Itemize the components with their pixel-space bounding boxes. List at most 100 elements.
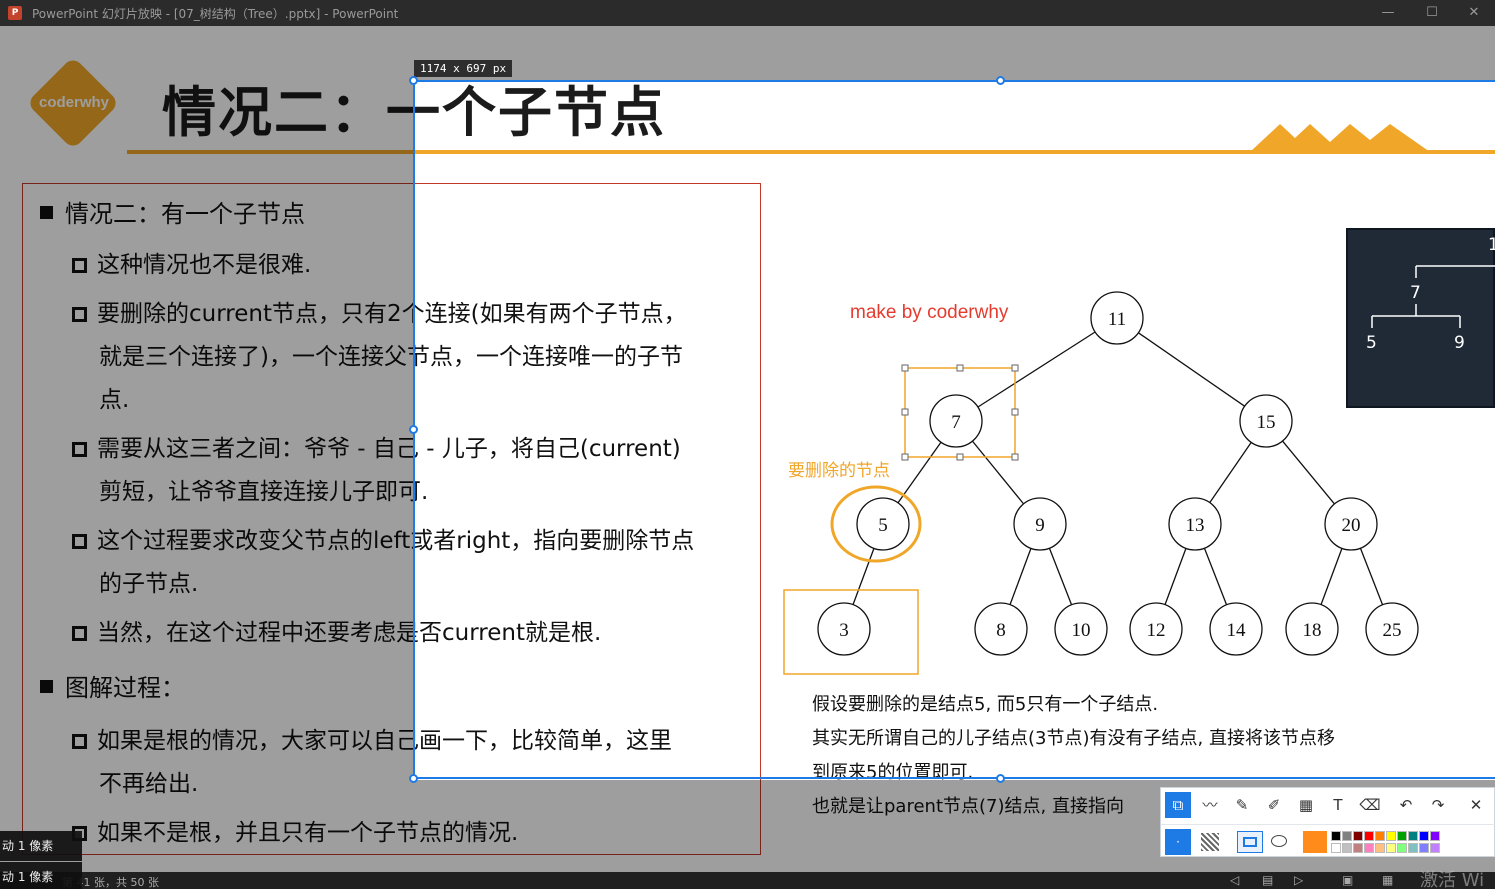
tree-edge xyxy=(977,331,1096,408)
tree-edge xyxy=(1209,442,1252,503)
mini-tree-right: 9 xyxy=(1454,333,1465,353)
tree-edge xyxy=(1359,547,1384,606)
mosaic-icon[interactable]: ▦ xyxy=(1298,796,1314,814)
bullet-item: 需要从这三者之间：爷爷 - 自己 - 儿子，将自己(current)剪短，让爷爷… xyxy=(72,428,681,514)
hollow-square-bullet-icon xyxy=(72,307,87,322)
color-swatch[interactable] xyxy=(1331,843,1341,853)
tree-edge xyxy=(971,440,1025,505)
resize-handle-sw[interactable] xyxy=(409,774,418,783)
bullet-text: 这种情况也不是很难. xyxy=(97,252,312,278)
bullet-text: 如果是根的情况，大家可以自己画一下，比较简单，这里 xyxy=(97,728,672,754)
color-swatch[interactable] xyxy=(1331,831,1341,841)
color-swatch[interactable] xyxy=(1408,843,1418,853)
title-underline xyxy=(127,150,1495,154)
tree-edge xyxy=(897,441,942,504)
shape-resize-handle[interactable] xyxy=(901,364,909,372)
tree-node-15: 15 xyxy=(1257,412,1276,433)
color-swatch[interactable] xyxy=(1419,843,1429,853)
fill-style-button[interactable] xyxy=(1201,833,1219,851)
polyline-icon[interactable]: 〰 xyxy=(1202,796,1218,814)
color-swatch[interactable] xyxy=(1375,843,1385,853)
move-toast-1: 动 1 像素 xyxy=(0,831,82,861)
bullet-text: 当然，在这个过程中还要考虑是否current就是根. xyxy=(97,620,602,646)
ellipse-shape-button[interactable] xyxy=(1271,835,1287,847)
color-swatch[interactable] xyxy=(1342,843,1352,853)
tree-node-circle xyxy=(856,497,910,551)
bullet-item: 这种情况也不是很难. xyxy=(72,244,311,287)
bullet-item: 要删除的current节点，只有2个连接(如果有两个子节点，就是三个连接了)，一… xyxy=(72,293,687,422)
shape-resize-handle[interactable] xyxy=(1011,453,1019,461)
color-swatch[interactable] xyxy=(1408,831,1418,841)
notes-icon[interactable]: ▤ xyxy=(1262,873,1274,887)
highlight-ellipse xyxy=(830,485,922,563)
bullet-item: 如果是根的情况，大家可以自己画一下，比较简单，这里不再给出. xyxy=(72,720,672,806)
marker-icon[interactable]: ✐ xyxy=(1267,796,1281,814)
hollow-square-bullet-icon xyxy=(72,442,87,457)
tree-node-circle xyxy=(1129,602,1183,656)
resize-handle-s[interactable] xyxy=(996,774,1005,783)
color-swatch[interactable] xyxy=(1430,831,1440,841)
tree-node-3: 3 xyxy=(839,620,849,641)
color-swatch[interactable] xyxy=(1364,831,1374,841)
slide-counter: 第 41 张，共 50 张 xyxy=(62,876,159,889)
tree-edge xyxy=(1164,548,1187,605)
rect-shape-button[interactable] xyxy=(1237,831,1263,853)
color-swatch[interactable] xyxy=(1397,843,1407,853)
dim-overlay-top xyxy=(0,26,1495,80)
text-icon[interactable]: T xyxy=(1333,796,1343,814)
delete-node-label: 要删除的节点 xyxy=(788,461,890,481)
shape-resize-handle[interactable] xyxy=(1011,364,1019,372)
bullet-line: 的子节点. xyxy=(99,571,199,597)
color-swatch[interactable] xyxy=(1342,831,1352,841)
bullet-item: 如果不是根，并且只有一个子节点的情况. xyxy=(72,812,518,855)
tree-node-circle xyxy=(929,394,983,448)
mini-tree-root: 1 xyxy=(1488,235,1495,255)
child-highlight-box xyxy=(783,589,919,675)
color-swatch[interactable] xyxy=(1353,843,1363,853)
resize-handle-n[interactable] xyxy=(996,76,1005,85)
next-slide-icon[interactable]: ▷ xyxy=(1294,873,1304,887)
pen-icon[interactable]: ✎ xyxy=(1235,796,1249,814)
color-swatch[interactable] xyxy=(1364,843,1374,853)
shape-resize-handle[interactable] xyxy=(901,408,909,416)
color-swatch[interactable] xyxy=(1397,831,1407,841)
capture-selection-rect[interactable] xyxy=(413,80,1495,779)
hollow-square-bullet-icon xyxy=(72,734,87,749)
bullet-line: 就是三个连接了)，一个连接父节点，一个连接唯一的子节 xyxy=(99,344,683,370)
tree-node-circle xyxy=(1013,497,1067,551)
undo-icon[interactable]: ↶ xyxy=(1399,796,1413,814)
shape-resize-handle[interactable] xyxy=(956,364,964,372)
color-swatch[interactable] xyxy=(1419,831,1429,841)
minimize-button[interactable]: — xyxy=(1381,5,1395,20)
current-color-swatch[interactable] xyxy=(1303,831,1327,853)
logo-text: coderwhy xyxy=(38,94,110,111)
tree-edge xyxy=(1048,547,1073,606)
bullet-item: 这个过程要求改变父节点的left或者right，指向要删除节点的子节点. xyxy=(72,520,694,606)
capture-toolbar: ⧉ 〰 ✎ ✐ ▦ T ⌫ ↶ ↷ ✕ · xyxy=(1160,787,1495,857)
close-icon[interactable]: ✕ xyxy=(1469,796,1483,814)
close-button[interactable]: ✕ xyxy=(1468,5,1480,20)
move-toast-2: 动 1 像素 xyxy=(0,862,82,889)
color-swatch[interactable] xyxy=(1353,831,1363,841)
bullet-line: 剪短，让爷爷直接连接儿子即可. xyxy=(99,479,429,505)
resize-handle-nw[interactable] xyxy=(409,76,418,85)
window-titlebar: P PowerPoint 幻灯片放映 - [07_树结构（Tree）.pptx]… xyxy=(0,0,1495,26)
slide-sorter-icon[interactable]: ▦ xyxy=(1382,873,1394,887)
shape-resize-handle[interactable] xyxy=(901,453,909,461)
dim-overlay-left xyxy=(0,80,413,780)
color-swatch[interactable] xyxy=(1375,831,1385,841)
color-swatch[interactable] xyxy=(1386,843,1396,853)
eraser-icon[interactable]: ⌫ xyxy=(1359,796,1381,814)
redo-icon[interactable]: ↷ xyxy=(1431,796,1445,814)
rect-select-icon[interactable]: ⧉ xyxy=(1165,792,1191,818)
prev-slide-icon[interactable]: ◁ xyxy=(1230,873,1240,887)
shape-resize-handle[interactable] xyxy=(956,453,964,461)
shape-resize-handle[interactable] xyxy=(1011,408,1019,416)
maximize-button[interactable]: ☐ xyxy=(1426,5,1438,20)
color-swatch[interactable] xyxy=(1386,831,1396,841)
color-swatch[interactable] xyxy=(1430,843,1440,853)
resize-handle-w[interactable] xyxy=(409,425,418,434)
stroke-size-button[interactable]: · xyxy=(1165,829,1191,855)
tree-node-circle xyxy=(1324,497,1378,551)
normal-view-icon[interactable]: ▣ xyxy=(1342,873,1354,887)
